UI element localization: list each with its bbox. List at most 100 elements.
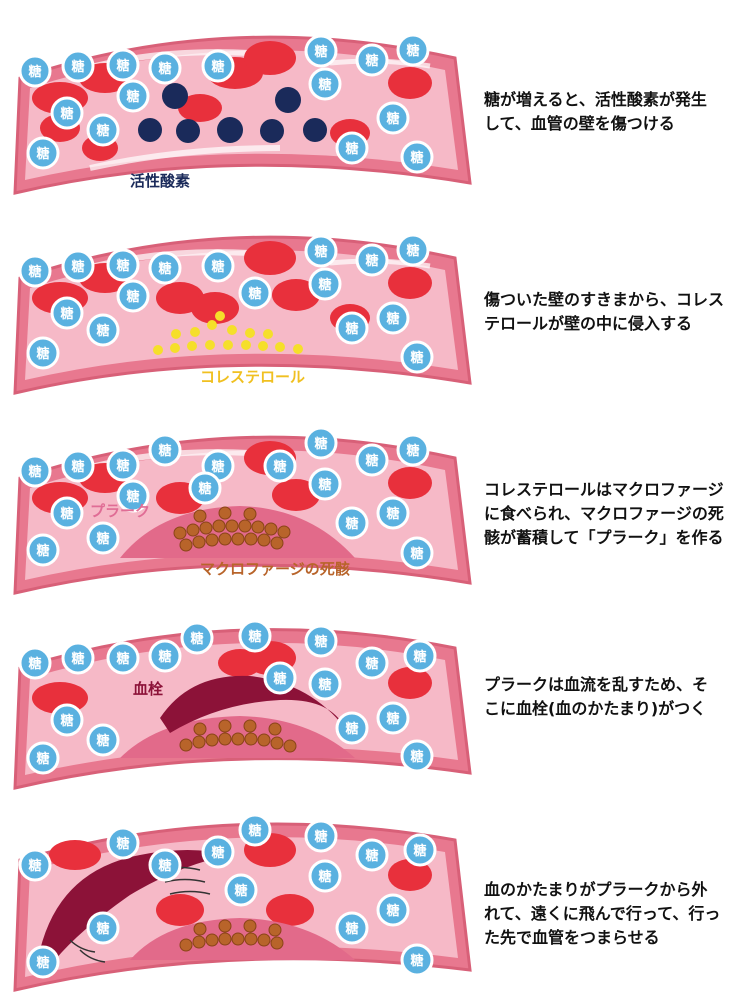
sugar-label: 糖 <box>345 921 358 937</box>
sugar-label: 糖 <box>345 721 358 737</box>
sugar-molecules: 糖糖糖糖糖糖糖糖糖糖糖糖糖糖糖糖糖 <box>18 619 437 775</box>
sugar-label: 糖 <box>116 258 129 274</box>
sugar-label: 糖 <box>60 106 73 122</box>
panel-3-description: コレステロールはマクロファージ に食べられ、マクロファージの死 骸が蓄積して「プ… <box>484 480 724 547</box>
sugar-label: 糖 <box>318 477 331 493</box>
sugar-label: 糖 <box>158 443 171 459</box>
sugar-label: 糖 <box>71 259 84 275</box>
panel-3-plaque-label: プラーク <box>90 502 151 520</box>
sugar-label: 糖 <box>413 843 426 859</box>
macrophage-debris <box>173 506 291 552</box>
sugar-label: 糖 <box>96 921 109 937</box>
sugar-label: 糖 <box>71 59 84 75</box>
sugar-label: 糖 <box>248 629 261 645</box>
sugar-label: 糖 <box>318 277 331 293</box>
sugar-label: 糖 <box>211 845 224 861</box>
sugar-label: 糖 <box>158 649 171 665</box>
sugar-label: 糖 <box>211 259 224 275</box>
sugar-label: 糖 <box>410 749 423 765</box>
sugar-label: 糖 <box>273 671 286 687</box>
sugar-label: 糖 <box>386 711 399 727</box>
sugar-label: 糖 <box>211 459 224 475</box>
sugar-molecules: 糖糖糖糖糖糖糖糖糖糖糖糖糖糖糖糖 <box>18 33 434 174</box>
panel-2-description: 傷ついた壁のすきまから、コレス テロールが壁の中に侵入する <box>484 290 725 333</box>
sugar-molecules: 糖糖糖糖糖糖糖糖糖糖糖糖糖糖糖糖糖 <box>18 233 434 374</box>
sugar-label: 糖 <box>36 751 49 767</box>
macrophage-debris <box>179 719 297 753</box>
sugar-molecules: 糖糖糖糖糖糖糖糖糖糖糖糖糖糖糖糖糖糖 <box>18 426 434 570</box>
sugar-label: 糖 <box>345 321 358 337</box>
sugar-label: 糖 <box>28 264 41 280</box>
sugar-label: 糖 <box>386 311 399 327</box>
sugar-label: 糖 <box>318 677 331 693</box>
sugar-label: 糖 <box>365 53 378 69</box>
sugar-label: 糖 <box>386 111 399 127</box>
sugar-label: 糖 <box>60 306 73 322</box>
sugar-label: 糖 <box>126 89 139 105</box>
sugar-label: 糖 <box>314 829 327 845</box>
free-radical-cluster <box>138 83 327 143</box>
panel-4-label: 血栓 <box>133 680 164 698</box>
panel-3: 糖糖糖糖糖糖糖糖糖糖糖糖糖糖糖糖糖糖 プラーク マクロファージの死骸 コレステロ… <box>0 418 749 613</box>
sugar-molecules: 糖糖糖糖糖糖糖糖糖糖糖糖糖糖糖 <box>18 813 437 979</box>
panel-5: 糖糖糖糖糖糖糖糖糖糖糖糖糖糖糖 血のかたまりがプラークから外 れて、遠くに飛んで… <box>0 810 749 1005</box>
detached-thrombus <box>40 850 230 960</box>
sugar-label: 糖 <box>406 43 419 59</box>
sugar-label: 糖 <box>71 459 84 475</box>
sugar-label: 糖 <box>190 631 203 647</box>
sugar-label: 糖 <box>314 634 327 650</box>
sugar-label: 糖 <box>314 436 327 452</box>
sugar-label: 糖 <box>365 656 378 672</box>
panel-1: 糖糖糖糖糖糖糖糖糖糖糖糖糖糖糖糖 活性酸素 糖が増えると、活性酸素が発生 して、… <box>0 18 749 213</box>
sugar-label: 糖 <box>28 464 41 480</box>
sugar-label: 糖 <box>345 516 358 532</box>
blood-vessel-illustration: 糖糖糖糖糖糖糖糖糖糖糖糖糖糖糖糖 <box>13 33 472 195</box>
panel-5-description: 血のかたまりがプラークから外 れて、遠くに飛んで行って、行っ た先で血管をつまら… <box>484 880 721 947</box>
sugar-label: 糖 <box>96 733 109 749</box>
panel-4-description: プラークは血流を乱すため、そ こに血栓(血のかたまり)がつく <box>484 675 709 718</box>
sugar-label: 糖 <box>96 323 109 339</box>
sugar-label: 糖 <box>28 858 41 874</box>
sugar-label: 糖 <box>158 261 171 277</box>
sugar-label: 糖 <box>365 848 378 864</box>
sugar-label: 糖 <box>126 289 139 305</box>
sugar-label: 糖 <box>60 713 73 729</box>
sugar-label: 糖 <box>234 883 247 899</box>
sugar-label: 糖 <box>116 58 129 74</box>
sugar-label: 糖 <box>410 546 423 562</box>
sugar-label: 糖 <box>318 869 331 885</box>
panel-2: 糖糖糖糖糖糖糖糖糖糖糖糖糖糖糖糖糖 コレステロール 傷ついた壁のすきまから、コレ… <box>0 218 749 413</box>
thrombus <box>160 675 345 733</box>
sugar-label: 糖 <box>158 61 171 77</box>
sugar-label: 糖 <box>116 458 129 474</box>
sugar-label: 糖 <box>345 141 358 157</box>
sugar-label: 糖 <box>60 506 73 522</box>
sugar-label: 糖 <box>386 506 399 522</box>
sugar-label: 糖 <box>116 651 129 667</box>
panel-3-label: マクロファージの死骸 <box>200 560 350 578</box>
panel-2-label: コレステロール <box>200 368 306 386</box>
sugar-label: 糖 <box>413 649 426 665</box>
sugar-label: 糖 <box>71 651 84 667</box>
sugar-label: 糖 <box>28 64 41 80</box>
sugar-label: 糖 <box>36 346 49 362</box>
sugar-label: 糖 <box>410 150 423 166</box>
sugar-label: 糖 <box>211 59 224 75</box>
panel-1-label: 活性酸素 <box>130 172 191 190</box>
sugar-label: 糖 <box>410 953 423 969</box>
panel-1-description: 糖が増えると、活性酸素が発生 して、血管の壁を傷つける <box>484 90 707 133</box>
sugar-label: 糖 <box>96 531 109 547</box>
sugar-label: 糖 <box>314 44 327 60</box>
sugar-label: 糖 <box>314 244 327 260</box>
blood-vessel-illustration: 糖糖糖糖糖糖糖糖糖糖糖糖糖糖糖 <box>13 813 472 992</box>
sugar-label: 糖 <box>248 286 261 302</box>
sugar-label: 糖 <box>158 858 171 874</box>
sugar-label: 糖 <box>116 836 129 852</box>
sugar-label: 糖 <box>36 543 49 559</box>
blood-vessel-illustration: 糖糖糖糖糖糖糖糖糖糖糖糖糖糖糖糖糖糖 <box>13 426 472 595</box>
sugar-label: 糖 <box>36 146 49 162</box>
sugar-label: 糖 <box>365 453 378 469</box>
sugar-label: 糖 <box>273 459 286 475</box>
sugar-label: 糖 <box>410 350 423 366</box>
sugar-label: 糖 <box>96 123 109 139</box>
